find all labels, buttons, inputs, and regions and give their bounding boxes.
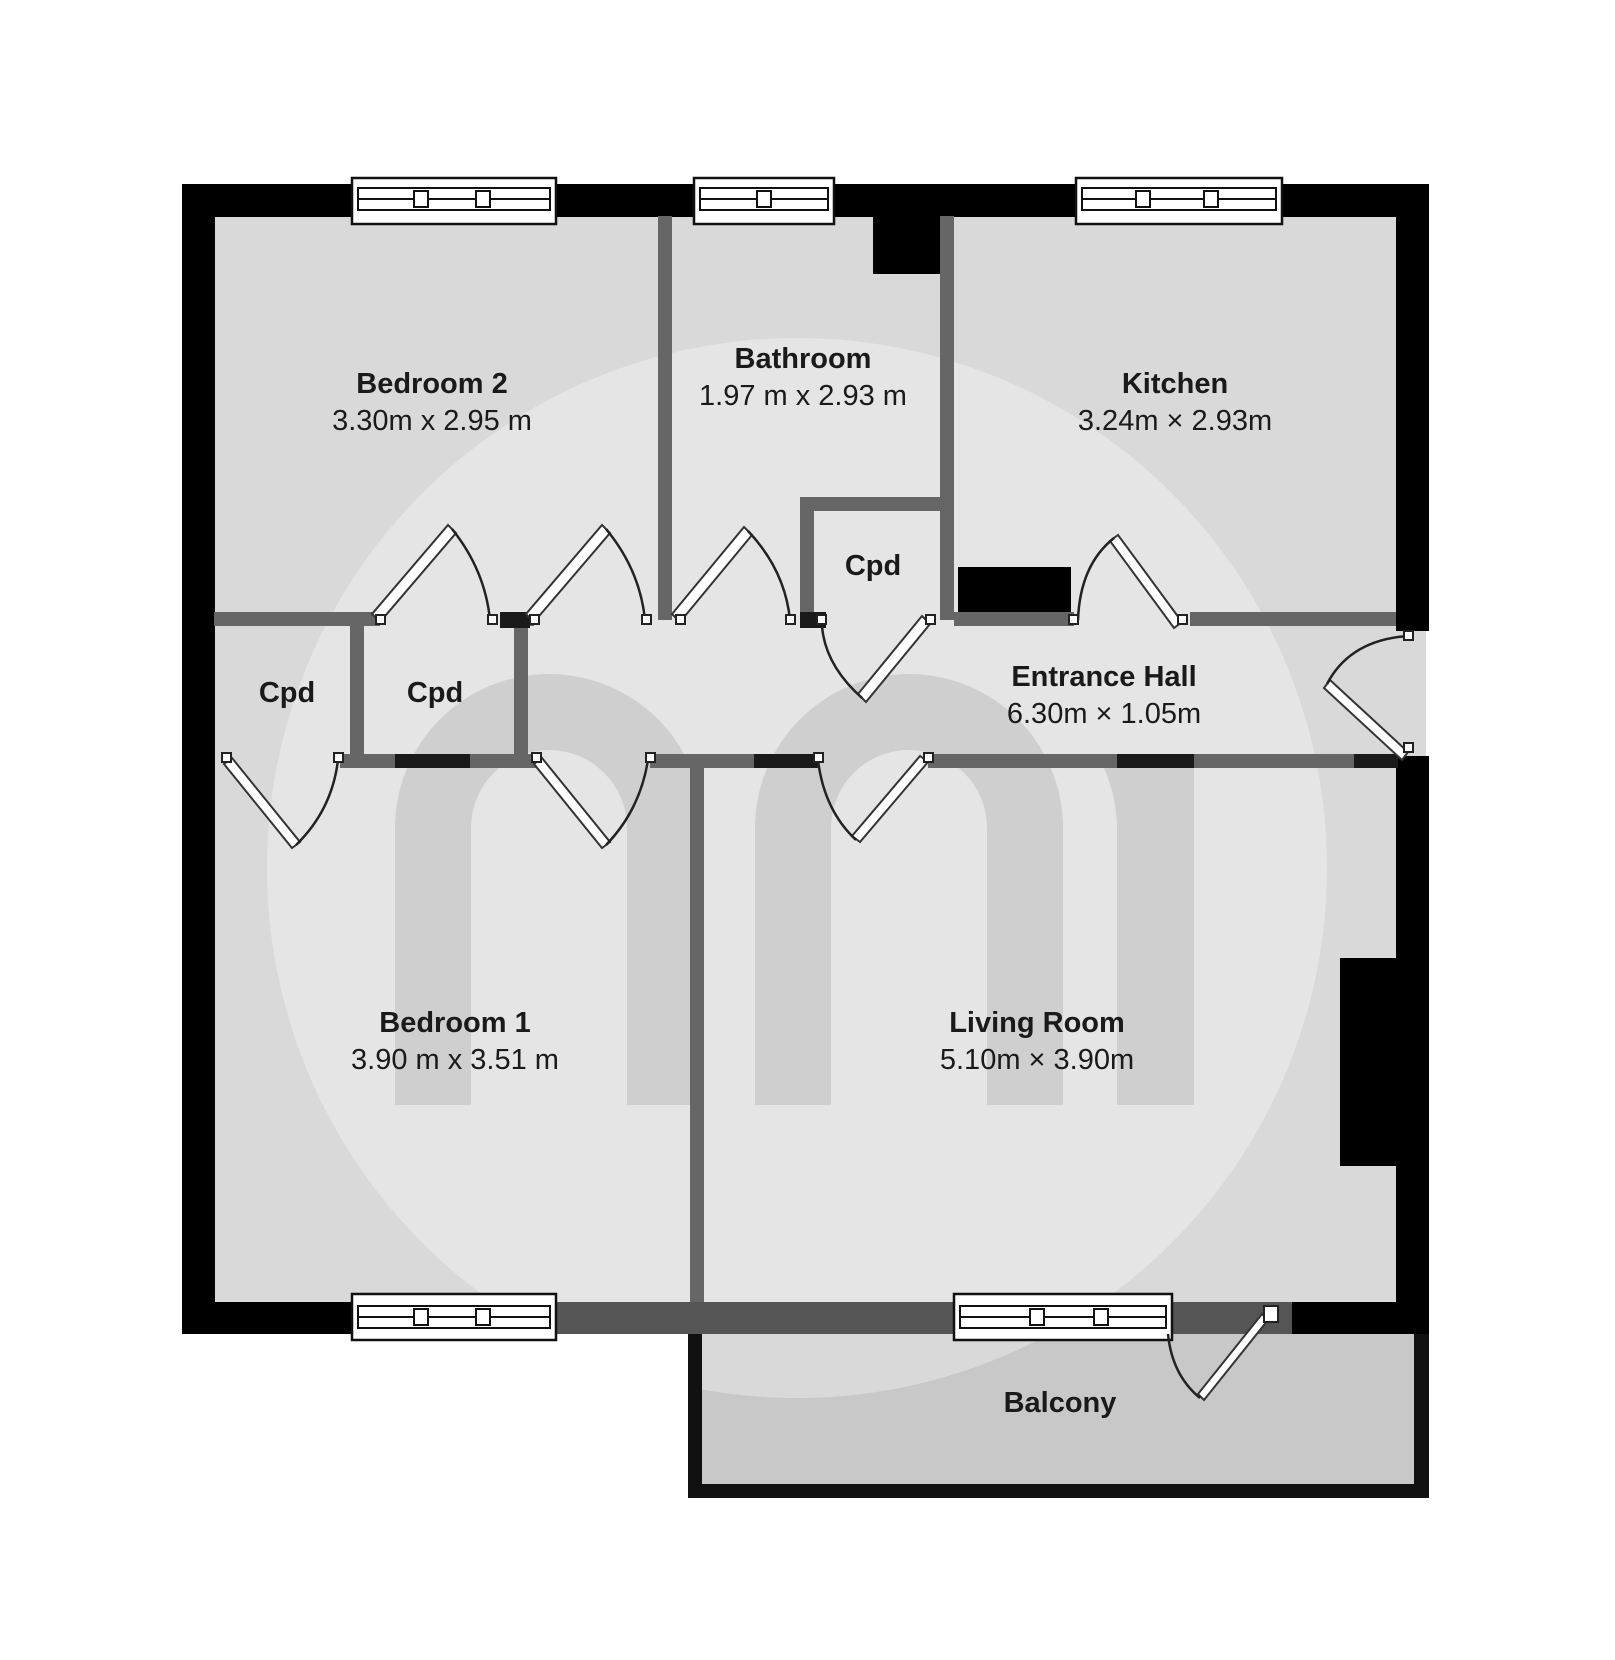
kitchen-floor <box>948 216 1405 620</box>
cpd-mid-name: Cpd <box>407 677 463 709</box>
living-room-dims: 5.10m × 3.90m <box>940 1044 1134 1076</box>
bedroom1-dims: 3.90 m x 3.51 m <box>351 1044 559 1076</box>
cpd-bath-name: Cpd <box>845 550 901 582</box>
entrance-hall-name: Entrance Hall <box>1011 661 1196 693</box>
door-bedroom1 <box>531 752 656 850</box>
bedroom1-name: Bedroom 1 <box>379 1007 530 1039</box>
watermark-logo <box>267 338 1327 1398</box>
bedroom2-dims: 3.30m x 2.95 m <box>332 405 532 437</box>
door-bathroom <box>670 525 796 625</box>
window-kitchen <box>1074 176 1284 226</box>
bedroom1-floor <box>214 760 696 1302</box>
balcony-floor <box>698 1334 1414 1486</box>
door-entrance <box>1322 630 1414 762</box>
kitchen-dims: 3.24m × 2.93m <box>1078 405 1272 437</box>
window-living-room <box>952 1292 1174 1342</box>
door-bedroom2 <box>524 523 652 625</box>
balcony-name: Balcony <box>1004 1387 1117 1419</box>
living-room-floor <box>704 760 1405 1302</box>
cpd-left-name: Cpd <box>259 677 315 709</box>
window-bedroom1 <box>350 1292 558 1342</box>
doors <box>221 523 1414 1402</box>
interior-walls <box>214 216 1396 1302</box>
bathroom-name: Bathroom <box>735 343 872 375</box>
room-labels: Bedroom 2 3.30m x 2.95 m Bathroom 1.97 m… <box>259 343 1272 1419</box>
window-bathroom <box>692 176 836 226</box>
window-bedroom2 <box>350 176 558 226</box>
bathroom-dims: 1.97 m x 2.93 m <box>699 380 907 412</box>
entrance-hall-dims: 6.30m × 1.05m <box>1007 698 1201 730</box>
door-kitchen <box>1068 533 1188 630</box>
room-floors <box>214 216 1426 1486</box>
living-room-name: Living Room <box>949 1007 1125 1039</box>
windows <box>350 176 1284 1342</box>
hall-floor <box>214 620 1426 760</box>
door-bedroom2-cpd <box>370 523 498 625</box>
interior-wall-accents <box>395 612 1398 768</box>
bedroom2-name: Bedroom 2 <box>356 368 507 400</box>
door-cpd-left <box>221 752 344 850</box>
balcony-walls <box>688 1334 1429 1498</box>
kitchen-name: Kitchen <box>1122 368 1228 400</box>
door-balcony <box>1166 1305 1279 1402</box>
door-cpd-bath <box>816 614 936 704</box>
door-living-room <box>813 752 934 844</box>
